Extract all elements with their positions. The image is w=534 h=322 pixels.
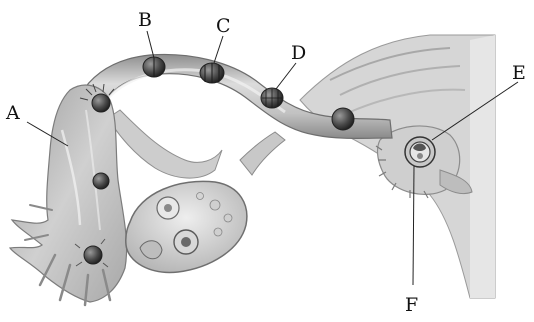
- ovarian-ligament: [240, 132, 285, 175]
- embryo-b-two-cell: [143, 57, 165, 77]
- label-a: A: [5, 102, 20, 124]
- leader-c: [214, 36, 223, 63]
- ovary: [126, 181, 247, 272]
- embryo-blastocyst-in-tube: [332, 108, 354, 130]
- label-c: C: [216, 15, 231, 37]
- label-b: B: [138, 9, 152, 31]
- label-f: F: [405, 294, 418, 316]
- leader-b: [147, 31, 154, 58]
- label-e: E: [512, 62, 526, 84]
- label-d: D: [291, 42, 306, 64]
- embryo-d-morula: [261, 88, 283, 108]
- embryo-e-implanting-blastocyst: [405, 137, 435, 167]
- oocyte-in-fimbriae: [93, 173, 109, 189]
- embryo-c-four-cell: [200, 63, 224, 83]
- fimbriae: [10, 85, 127, 305]
- leader-d: [276, 63, 296, 89]
- mesosalpinx: [108, 110, 222, 178]
